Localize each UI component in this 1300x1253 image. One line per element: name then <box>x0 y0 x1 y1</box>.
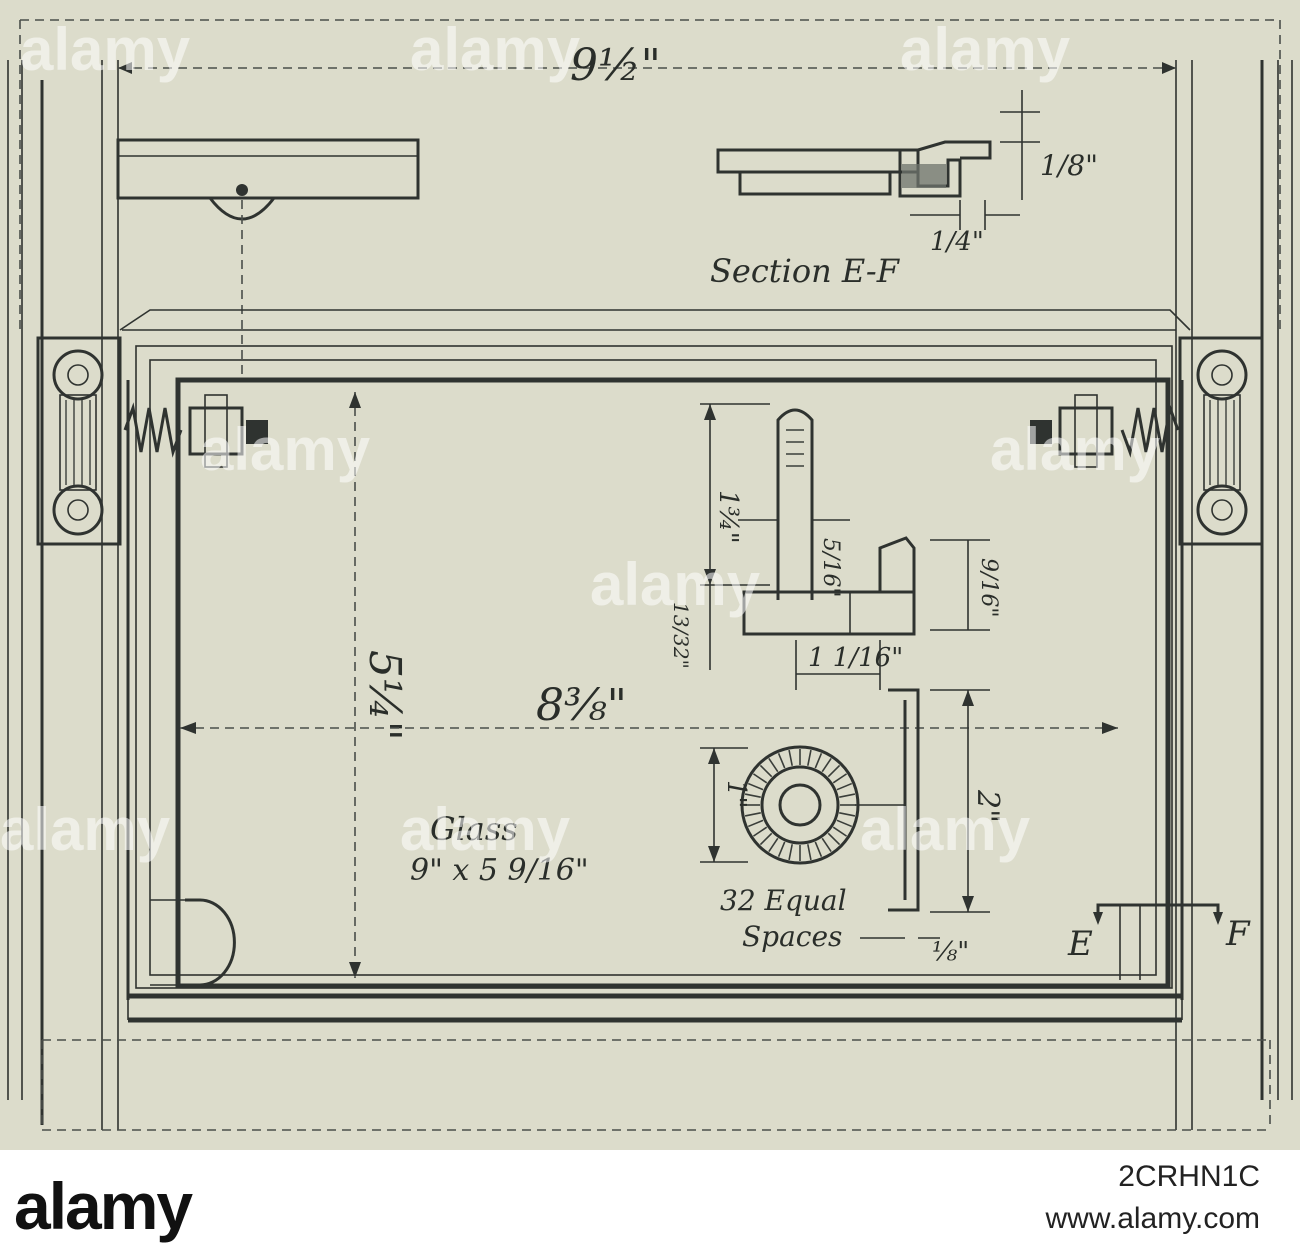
gear-tooth <box>807 749 812 766</box>
gear-tooth <box>744 812 761 817</box>
gear-tooth <box>759 764 773 778</box>
dim-clip-height: 9/16" <box>976 558 1001 618</box>
bottom-outline <box>41 1039 1271 1131</box>
gear-tooth <box>752 826 768 837</box>
glass-label: Glass <box>430 810 518 848</box>
cut-label-f: F <box>1225 914 1251 954</box>
gear-tooth <box>832 826 848 837</box>
section-label: Section E-F <box>710 252 901 290</box>
spaces-label-1: 32 Equal <box>720 884 847 917</box>
technical-drawing: 9½" <box>0 0 1300 1150</box>
image-id: 2CRHN1C <box>1118 1160 1260 1193</box>
section-ef-detail <box>716 90 1040 230</box>
dim-base-height: 13/32" <box>669 602 693 669</box>
left-spring <box>123 394 268 468</box>
watermark-text: alamy <box>590 551 761 618</box>
dim-clip-width: 1 1/16" <box>808 643 903 673</box>
dim-height-line <box>349 392 361 978</box>
gear-tooth <box>821 757 832 773</box>
dim-post-width: 5/16" <box>818 538 843 598</box>
watermark-layer: alamy alamy alamy alamy alamy alamy alam… <box>0 16 1161 863</box>
dim-inner-width-line <box>180 722 1118 734</box>
dim-section-a: 1/8" <box>1040 149 1098 182</box>
gear-tooth <box>788 844 793 861</box>
footer-url[interactable]: www.alamy.com <box>1045 1202 1260 1235</box>
gear-tooth <box>744 793 761 798</box>
gear-tooth <box>814 752 823 769</box>
gear-tooth <box>759 832 773 846</box>
gear-tooth <box>821 837 832 853</box>
gear-tooth <box>752 773 768 784</box>
gear-tooth <box>832 773 848 784</box>
gear-rail-detail <box>700 688 990 939</box>
watermark-text: alamy <box>0 796 171 863</box>
dim-gap: ⅛" <box>932 937 969 967</box>
watermark-text: alamy <box>900 16 1071 83</box>
gear-tooth <box>836 819 853 828</box>
gear-tooth <box>814 841 823 858</box>
dim-post-height: 1¾" <box>713 490 743 544</box>
watermark-text: alamy <box>200 416 371 483</box>
bottom-left-lug <box>150 898 236 987</box>
gear-tooth <box>768 757 779 773</box>
watermark-text: alamy <box>20 16 191 83</box>
gear-tooth <box>777 841 786 858</box>
gear-tooth <box>788 749 793 766</box>
top-outline <box>19 19 1281 330</box>
left-rail <box>7 60 119 1130</box>
main-frame <box>119 309 1191 1023</box>
cut-label-e: E <box>1067 924 1093 964</box>
right-hinge <box>1178 336 1264 546</box>
gear-tooth <box>827 832 841 846</box>
spaces-label-2: Spaces <box>742 920 842 953</box>
watermark-text: alamy <box>400 796 571 863</box>
gear-tooth <box>807 844 812 861</box>
dim-inner-width: 8⅜" <box>536 680 627 731</box>
drawing-canvas: 9½" <box>0 16 1293 1131</box>
gear-tooth <box>747 819 764 828</box>
watermark-text: alamy <box>860 796 1031 863</box>
watermark-text: alamy <box>410 16 581 83</box>
dim-rail: 2" <box>970 789 1005 823</box>
left-hinge <box>36 336 122 546</box>
top-left-bracket <box>116 138 420 380</box>
watermark-text: alamy <box>990 416 1161 483</box>
dim-height: 5¼" <box>359 650 410 741</box>
gear-tooth <box>836 782 853 791</box>
gear-teeth <box>744 749 856 861</box>
post-detail <box>700 403 990 690</box>
gear-tooth <box>777 752 786 769</box>
gear-tooth <box>839 793 856 798</box>
gear-tooth <box>839 812 856 817</box>
glass-size: 9" x 5 9/16" <box>410 853 589 888</box>
cut-line-ef <box>1093 903 1223 980</box>
dim-gear: 1" <box>721 780 751 809</box>
gear-tooth <box>827 764 841 778</box>
gear-tooth <box>768 837 779 853</box>
footer-logo: alamy <box>14 1169 193 1243</box>
right-rail <box>1175 60 1293 1130</box>
dim-top-width: 9½" <box>570 40 661 91</box>
dim-section-b: 1/4" <box>930 227 984 257</box>
gear-tooth <box>747 782 764 791</box>
right-spring <box>1030 394 1180 468</box>
footer-bar: alamy 2CRHN1C www.alamy.com <box>0 1150 1300 1253</box>
